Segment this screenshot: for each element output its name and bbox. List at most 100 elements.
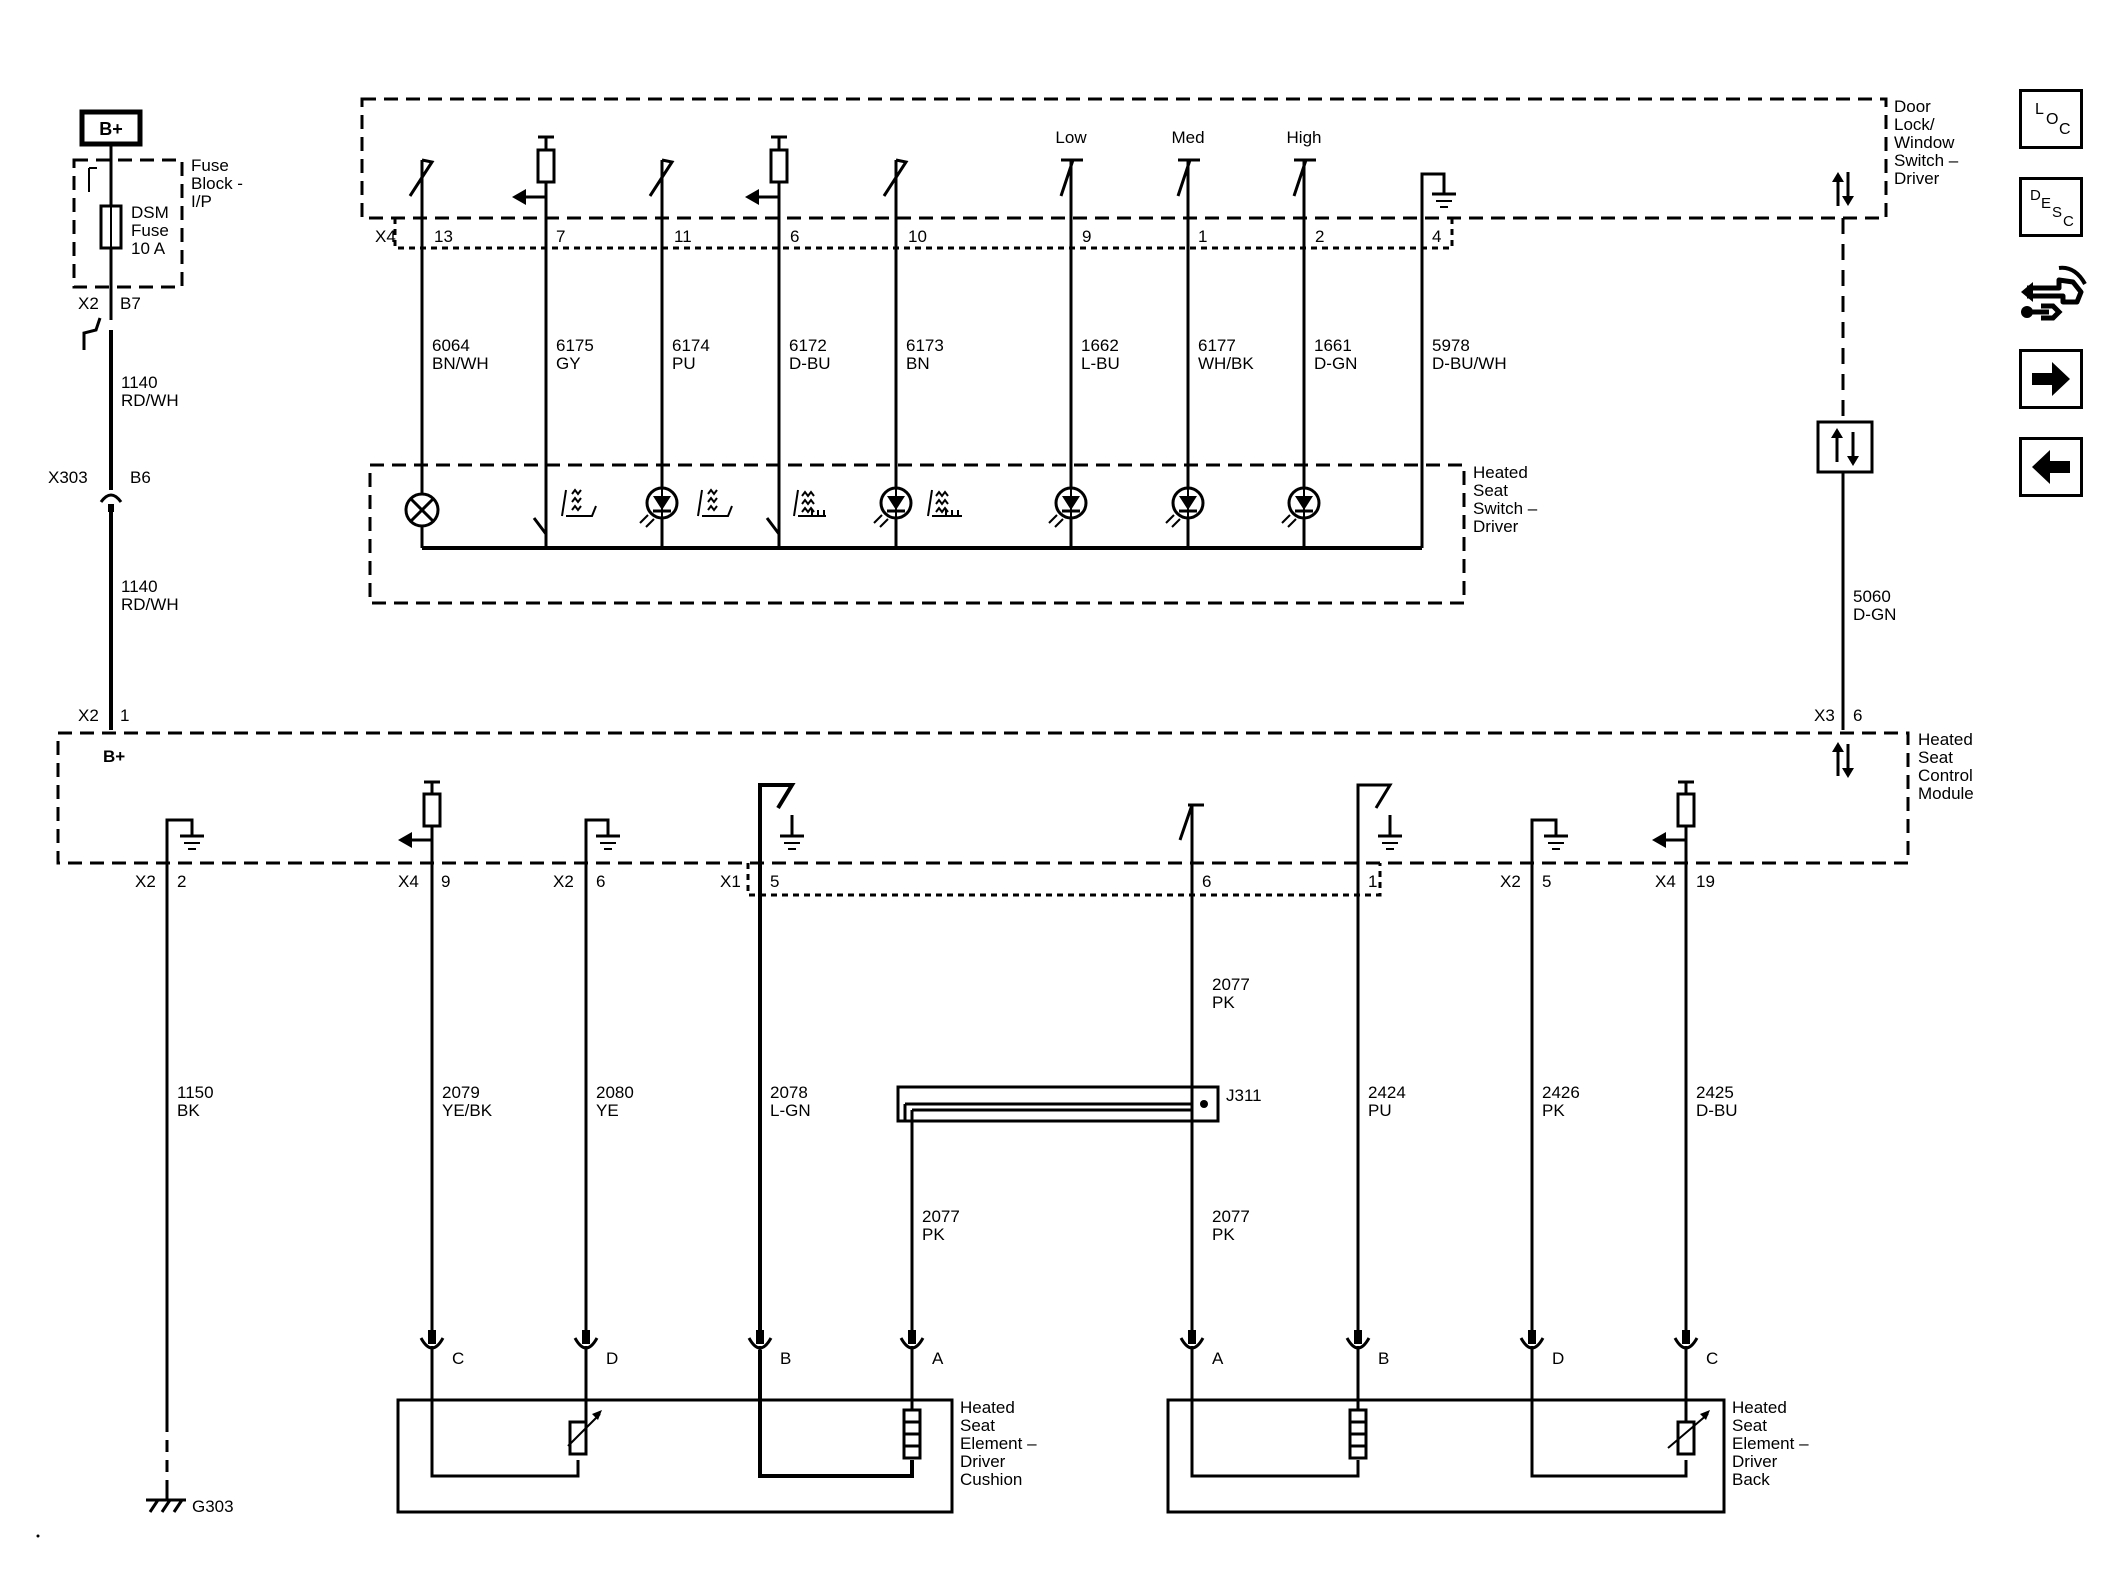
fuse-name: DSM Fuse 10 A: [131, 203, 174, 258]
svg-text:2: 2: [1315, 227, 1324, 246]
svg-text:2: 2: [177, 872, 186, 891]
diagnostics-connector-button[interactable]: [2019, 262, 2091, 324]
element-pin-label: D: [1552, 1349, 1564, 1368]
element-connector: B: [747, 1330, 791, 1368]
indicator-led-icon: [873, 486, 913, 548]
heated-seat-element-cushion: Heated Seat Element – Driver Cushion C D B…: [396, 1330, 1041, 1514]
svg-text:13: 13: [434, 227, 453, 246]
next-page-button[interactable]: [2019, 349, 2083, 409]
heated-seat-switch: Heated Seat Switch – Driver: [368, 463, 1542, 605]
svg-text:G303: G303: [192, 1497, 234, 1516]
location-view-button[interactable]: L O C: [2019, 89, 2083, 149]
element-pin-label: A: [932, 1349, 944, 1368]
svg-text:10: 10: [908, 227, 927, 246]
svg-text:1: 1: [1368, 872, 1377, 891]
loc-letter-o: O: [2046, 111, 2058, 128]
connector-wrench-icon: [2021, 265, 2087, 321]
svg-text:B6: B6: [130, 468, 151, 487]
speed-med-label: Med: [1171, 128, 1204, 147]
element-pin-label: B: [1378, 1349, 1389, 1368]
seat-heat-icon: [561, 488, 597, 517]
cushion-name: Heated Seat Element – Driver Cushion: [960, 1398, 1041, 1489]
seat-back-heat-icon: [927, 489, 962, 517]
desc-letter-c: C: [2063, 213, 2074, 230]
description-view-button[interactable]: D E S C: [2019, 177, 2083, 237]
element-connector: C: [419, 1330, 464, 1368]
heated-seat-control-module: B+ Heated Seat Control Module: [56, 730, 1974, 897]
svg-text:7: 7: [556, 227, 565, 246]
svg-text:19: 19: [1696, 872, 1715, 891]
splice-node: [1200, 1100, 1208, 1108]
supply-wire-1: 1140 RD/WH: [121, 373, 179, 410]
svg-text:X2: X2: [553, 872, 574, 891]
element-connector: A: [899, 1330, 944, 1368]
switch-harness: [420, 248, 1424, 548]
serial-data-symbol: [1816, 420, 1874, 474]
svg-text:9: 9: [1082, 227, 1091, 246]
svg-text:B7: B7: [120, 294, 141, 313]
seat-heat-icon: [697, 488, 733, 517]
svg-text:X303: X303: [48, 468, 88, 487]
thermistor-icon: [568, 1420, 588, 1456]
fuse-block-name: Fuse Block - I/P: [191, 156, 248, 211]
loc-letter-l: L: [2035, 101, 2044, 118]
serial-data-arrow-top: [1832, 172, 1854, 206]
indicator-led-icon: [1048, 486, 1088, 548]
door-lock-window-switch: Door Lock/ Window Switch – Driver X4: [360, 97, 1959, 250]
svg-text:X4: X4: [375, 227, 396, 246]
previous-page-button[interactable]: [2019, 437, 2083, 497]
element-pin-label: C: [1706, 1349, 1718, 1368]
svg-text:X3: X3: [1814, 706, 1835, 725]
svg-text:4: 4: [1432, 227, 1441, 246]
fuse-block: DSM Fuse 10 A Fuse Block - I/P: [72, 156, 248, 289]
seat-back-heat-icon: [793, 489, 826, 517]
indicator-led-icon: [639, 486, 679, 548]
arrow-right-icon: [2032, 362, 2070, 396]
heated-switch-name: Heated Seat Switch – Driver: [1473, 463, 1542, 536]
element-pin-label: D: [606, 1349, 618, 1368]
ground-g303: G303: [146, 1482, 234, 1516]
svg-text:1: 1: [1198, 227, 1207, 246]
battery-supply: B+: [79, 109, 143, 160]
arrow-left-icon: [2032, 450, 2070, 484]
svg-text:X4: X4: [1655, 872, 1676, 891]
speed-high-label: High: [1287, 128, 1322, 147]
svg-text:6: 6: [596, 872, 605, 891]
element-connector: B: [1345, 1330, 1389, 1368]
element-connector: A: [1179, 1330, 1224, 1368]
svg-text:X2: X2: [78, 294, 99, 313]
indicator-led-icon: [1165, 486, 1205, 548]
svg-text:11: 11: [674, 227, 692, 246]
svg-text:6: 6: [790, 227, 799, 246]
element-pin-label: B: [780, 1349, 791, 1368]
element-connector: C: [1673, 1330, 1718, 1368]
element-connector: D: [573, 1330, 618, 1368]
connector-x2-1-conn: X2: [78, 706, 99, 725]
svg-text:X2: X2: [1500, 872, 1521, 891]
loc-letter-c: C: [2059, 121, 2071, 138]
svg-text:9: 9: [441, 872, 450, 891]
splice-label: J311: [1226, 1086, 1262, 1105]
svg-text:X1: X1: [720, 872, 741, 891]
svg-text:X2: X2: [135, 872, 156, 891]
connector-x2-1-pin: 1: [120, 706, 129, 725]
desc-letter-e: E: [2041, 195, 2051, 212]
svg-text:5: 5: [770, 872, 779, 891]
svg-text:6: 6: [1853, 706, 1862, 725]
